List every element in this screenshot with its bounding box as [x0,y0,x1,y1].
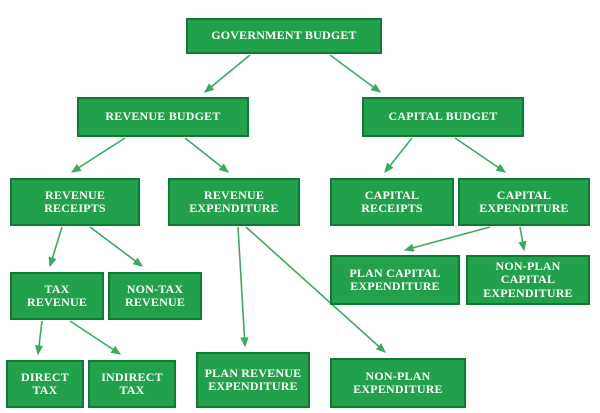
node-non-plan-expenditure[interactable]: NON-PLAN EXPENDITURE [330,358,466,408]
node-label: NON-PLAN EXPENDITURE [353,368,443,396]
node-government-budget[interactable]: GOVERNMENT BUDGET [186,18,382,54]
arrow-government-budget-to-capital-budget [329,54,382,93]
node-label: NON-PLAN CAPITAL EXPENDITURE [483,258,573,300]
arrow-revenue-budget-to-revenue-receipts [70,137,126,173]
node-revenue-expenditure[interactable]: REVENUE EXPENDITURE [168,178,300,226]
arrow-revenue-budget-to-revenue-expenditure [184,137,230,173]
arrow-capital-budget-to-capital-expenditure [454,137,507,173]
node-capital-receipts[interactable]: CAPITAL RECEIPTS [330,178,454,226]
node-label: CAPITAL EXPENDITURE [479,187,569,215]
node-plan-revenue-expenditure[interactable]: PLAN REVENUE EXPENDITURE [196,352,310,408]
node-label: NON-TAX REVENUE [124,281,186,309]
connector-group [34,54,527,356]
node-revenue-budget[interactable]: REVENUE BUDGET [77,97,249,137]
arrow-revenue-receipts-to-non-tax-revenue [89,226,144,267]
arrow-capital-budget-to-capital-receipts [384,137,413,174]
node-non-tax-revenue[interactable]: NON-TAX REVENUE [108,272,202,320]
arrow-revenue-expenditure-to-plan-revenue-expenditure [237,226,249,348]
node-capital-expenditure[interactable]: CAPITAL EXPENDITURE [458,178,590,226]
arrow-revenue-expenditure-to-non-plan-expenditure [245,226,386,353]
node-label: CAPITAL RECEIPTS [361,187,423,215]
node-label: INDIRECT TAX [101,369,163,397]
node-label: TAX REVENUE [26,281,88,309]
node-capital-budget[interactable]: CAPITAL BUDGET [362,97,524,137]
node-label: DIRECT TAX [21,369,69,397]
arrow-government-budget-to-revenue-budget [204,54,251,93]
node-label: REVENUE BUDGET [105,109,221,124]
arrow-revenue-receipts-to-tax-revenue [48,226,63,268]
arrow-capital-expenditure-to-non-plan-capital-expenditure [518,226,527,252]
arrow-capital-expenditure-to-plan-capital-expenditure [403,226,491,252]
node-label: REVENUE RECEIPTS [44,187,106,215]
node-revenue-receipts[interactable]: REVENUE RECEIPTS [10,178,140,226]
node-label: PLAN REVENUE EXPENDITURE [204,365,302,393]
arrow-tax-revenue-to-indirect-tax [69,320,122,355]
node-direct-tax[interactable]: DIRECT TAX [6,360,84,408]
node-non-plan-capital-expenditure[interactable]: NON-PLAN CAPITAL EXPENDITURE [466,255,590,305]
node-label: CAPITAL BUDGET [388,109,498,124]
arrow-tax-revenue-to-direct-tax [34,320,44,356]
node-label: PLAN CAPITAL EXPENDITURE [349,265,441,293]
node-label: GOVERNMENT BUDGET [211,28,357,43]
node-plan-capital-expenditure[interactable]: PLAN CAPITAL EXPENDITURE [330,255,460,305]
node-tax-revenue[interactable]: TAX REVENUE [10,272,104,320]
node-indirect-tax[interactable]: INDIRECT TAX [88,360,176,408]
node-label: REVENUE EXPENDITURE [189,187,279,215]
